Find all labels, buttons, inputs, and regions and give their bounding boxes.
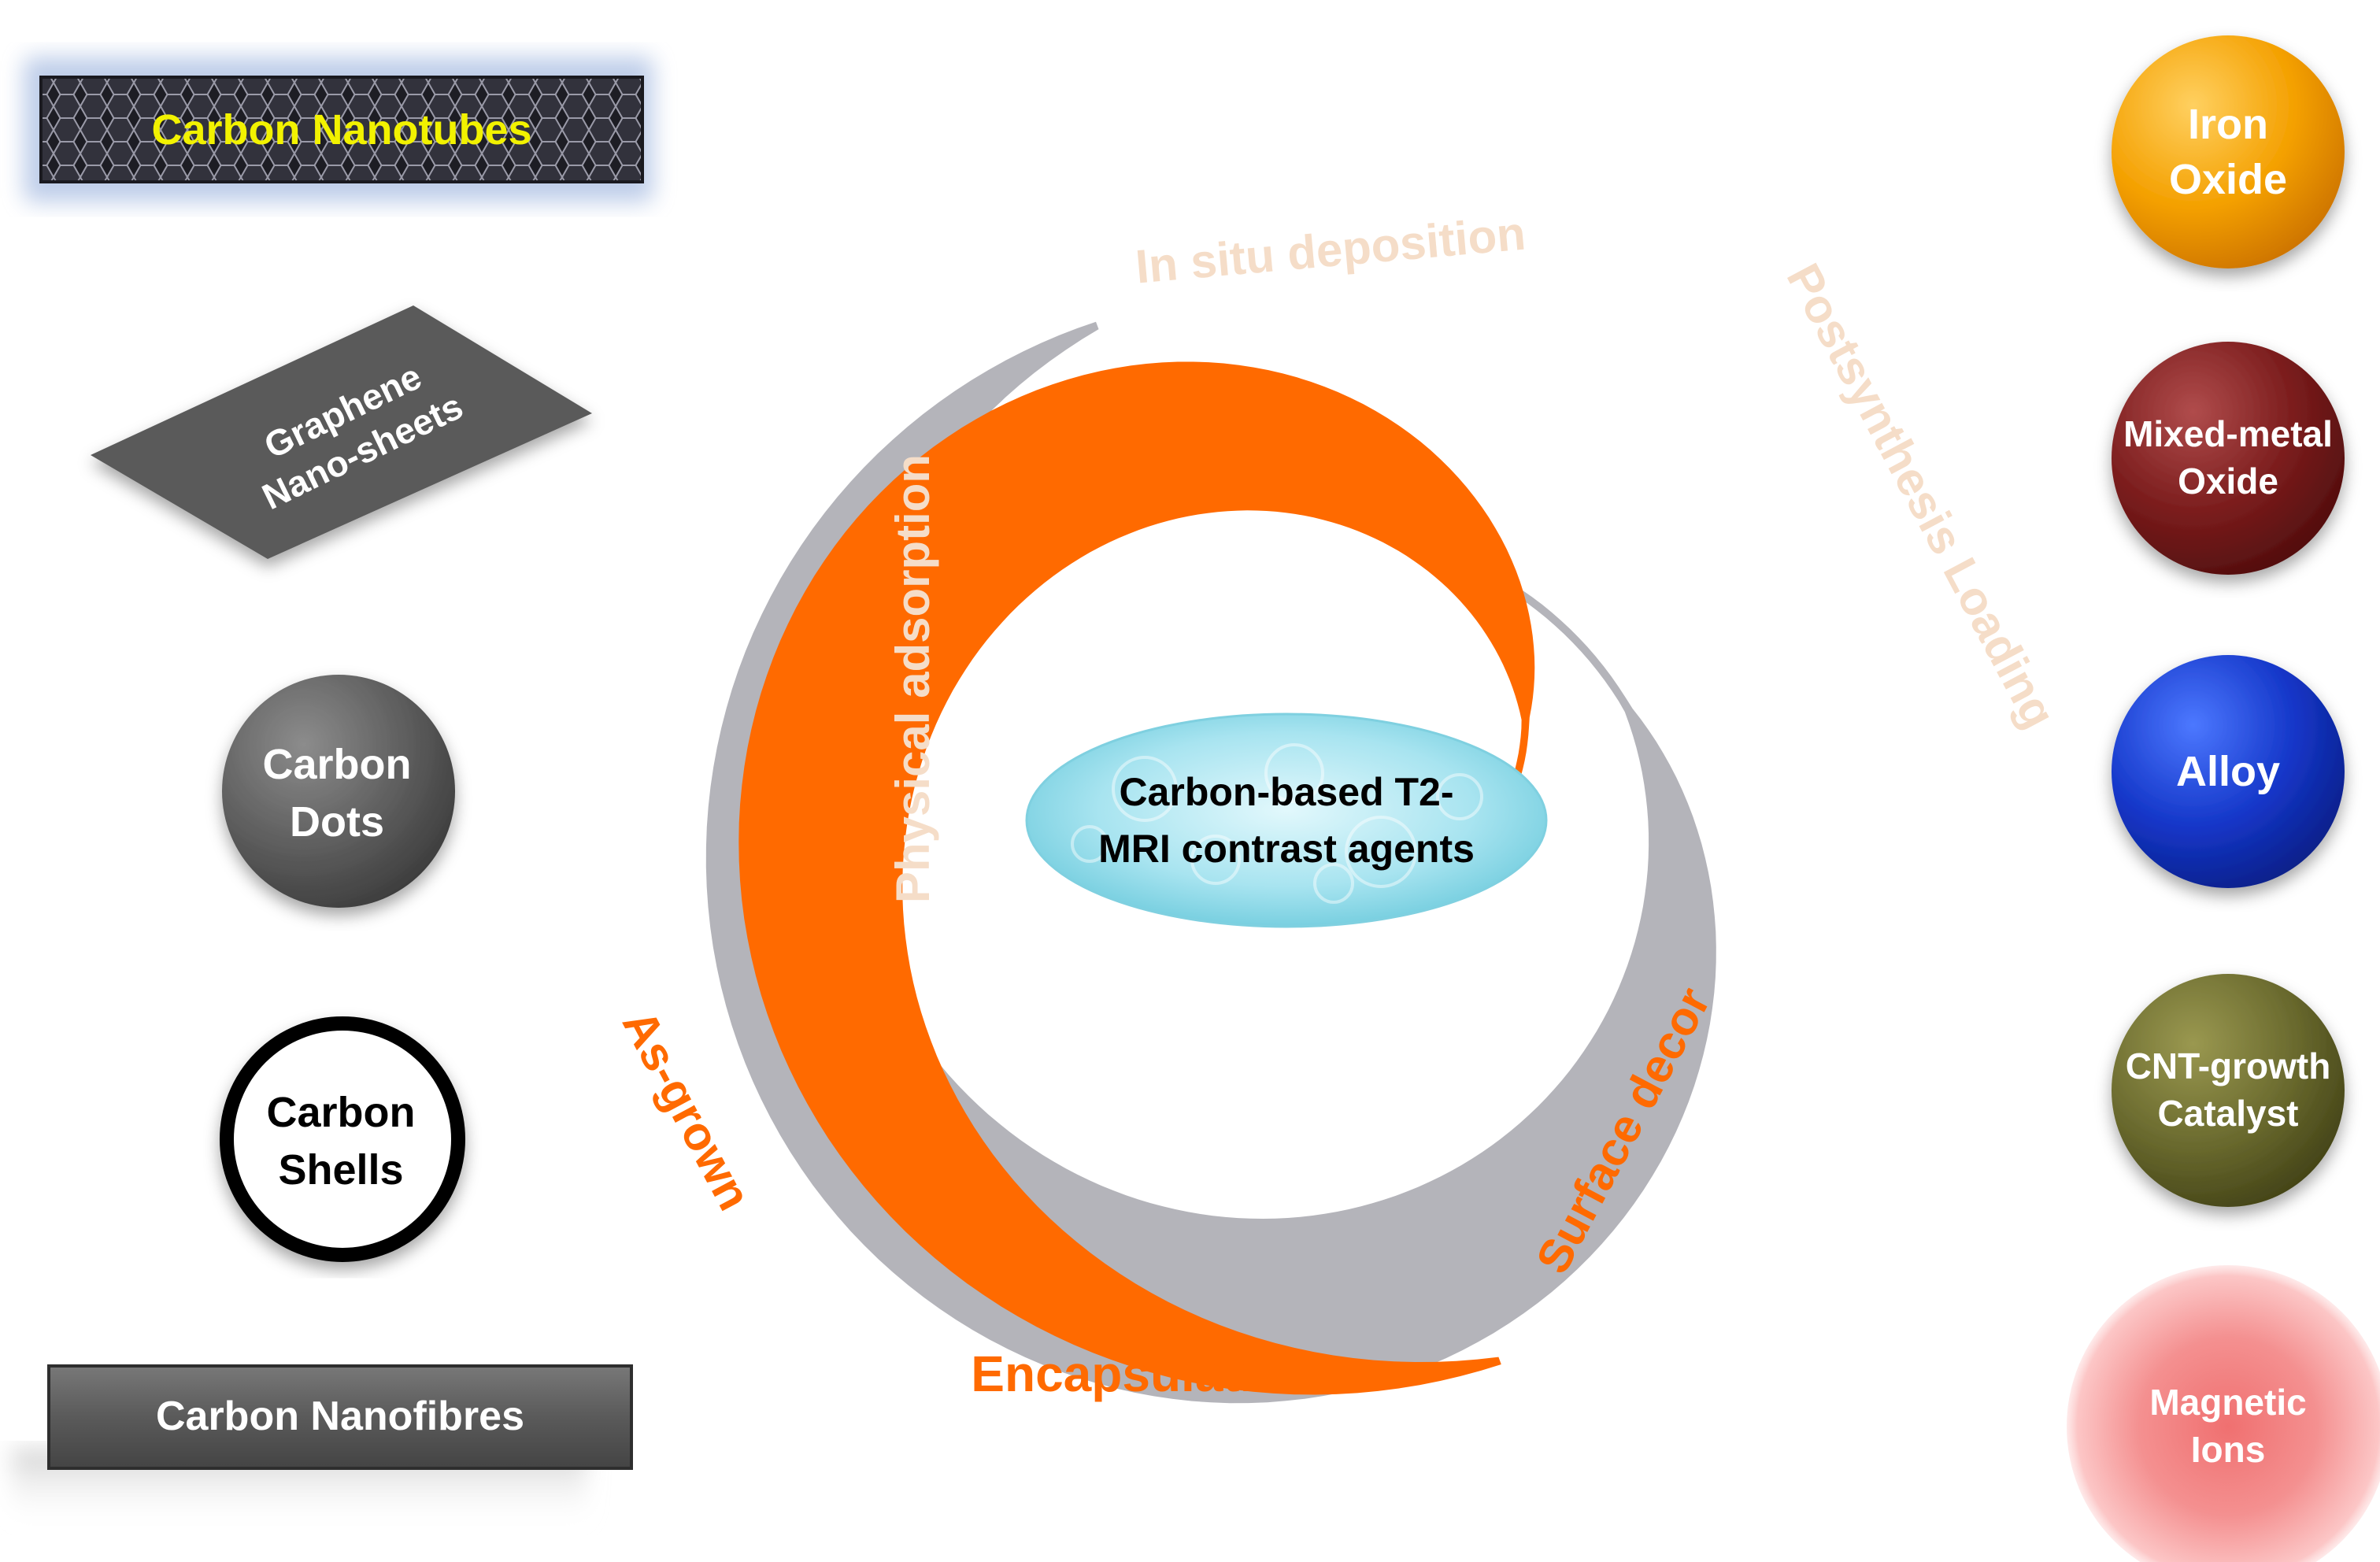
mixed-metal-ball — [2112, 342, 2345, 575]
carbon-dots-label: Carbon Dots — [262, 741, 412, 846]
center-label: Carbon-based T2- MRI contrast agents — [1098, 769, 1475, 872]
carbon-dots-ball — [222, 675, 455, 908]
iron-oxide-ball — [2112, 35, 2345, 268]
carbon-shells-label: Carbon Shells — [266, 1089, 416, 1194]
orange-spiral-arm — [738, 361, 1535, 1395]
label-physical-adsorption: Physical adsorption — [886, 453, 939, 904]
cnt-growth-catalyst-label: CNT-growth Catalyst — [2125, 1046, 2331, 1134]
water-bubble — [1345, 816, 1417, 888]
carbon-shells-ring — [220, 1016, 465, 1262]
iron-oxide-label: Iron Oxide — [2168, 100, 2288, 203]
water-bubble — [1436, 773, 1483, 820]
alloy-label: Alloy — [2175, 747, 2281, 795]
water-bubble — [1264, 743, 1324, 803]
water-bubble — [1112, 756, 1178, 822]
cnt-catalyst-ball — [2112, 974, 2345, 1207]
nanotube-banner — [39, 76, 644, 183]
carbon-nanotubes-label: Carbon Nanotubes — [151, 106, 532, 154]
mixed-metal-oxide-label: Mixed-metal Oxide — [2123, 413, 2333, 502]
water-bubble — [1190, 835, 1241, 885]
center-ellipse — [1025, 713, 1548, 928]
label-encapsulation: Encapsulation — [971, 1345, 1316, 1402]
water-bubble — [1313, 863, 1354, 904]
carbon-nanofibres-label: Carbon Nanofibres — [155, 1394, 525, 1440]
magnetic-ions-label: Magnetic Ions — [2149, 1382, 2307, 1470]
magnetic-ions-glow — [2067, 1265, 2380, 1562]
water-bubble — [1071, 825, 1109, 863]
alloy-ball — [2112, 655, 2345, 888]
nanofibre-bar — [47, 1364, 633, 1470]
graphene-sheet — [91, 305, 592, 559]
